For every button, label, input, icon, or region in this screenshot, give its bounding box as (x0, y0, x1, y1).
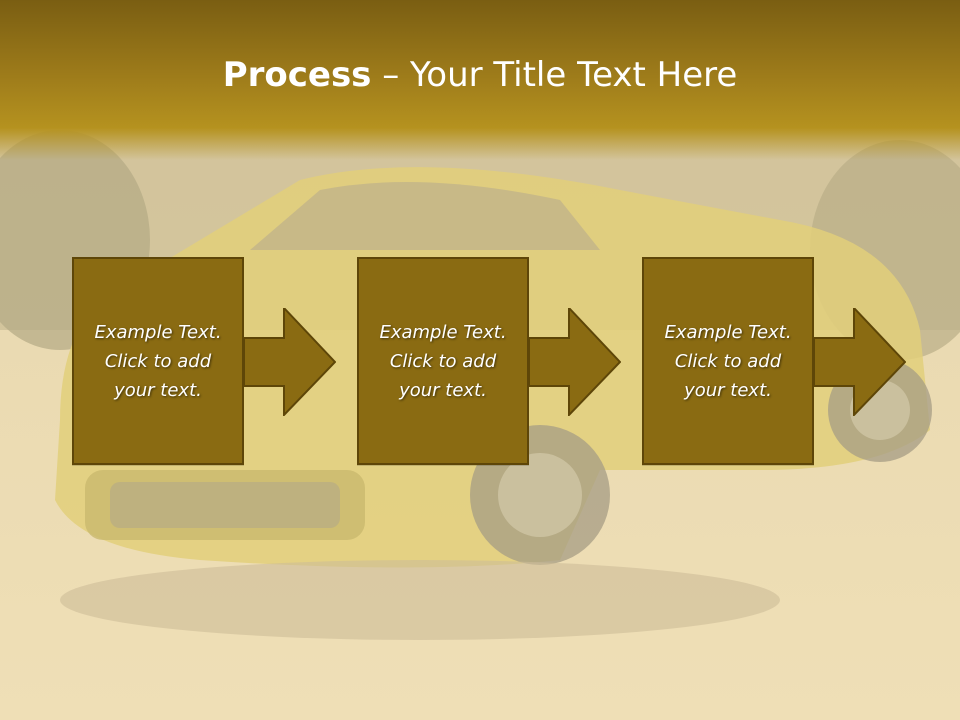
title-band (0, 0, 960, 160)
step-2-text[interactable]: Example Text. Click to add your text. (368, 318, 518, 405)
step-2-line-3: your text. (399, 379, 487, 401)
step-3-text[interactable]: Example Text. Click to add your text. (653, 318, 803, 405)
arrow-right-icon (244, 308, 336, 416)
step-1-line-1: Example Text. (94, 321, 222, 343)
arrow-right-icon (529, 308, 621, 416)
arrow-right-icon (814, 308, 906, 416)
process-step-3[interactable]: Example Text. Click to add your text. (642, 257, 814, 465)
process-step-1[interactable]: Example Text. Click to add your text. (72, 257, 244, 465)
step-3-line-2: Click to add (674, 350, 782, 372)
step-1-line-2: Click to add (104, 350, 212, 372)
title-rest-part: – Your Title Text Here (371, 55, 738, 95)
process-step-2[interactable]: Example Text. Click to add your text. (357, 257, 529, 465)
step-1-line-3: your text. (114, 379, 202, 401)
step-2-line-2: Click to add (389, 350, 497, 372)
step-2-line-1: Example Text. (379, 321, 507, 343)
step-1-text[interactable]: Example Text. Click to add your text. (83, 318, 233, 405)
slide-title[interactable]: Process – Your Title Text Here (0, 52, 960, 98)
step-3-line-1: Example Text. (664, 321, 792, 343)
step-3-line-3: your text. (684, 379, 772, 401)
title-bold-part: Process (222, 55, 372, 95)
